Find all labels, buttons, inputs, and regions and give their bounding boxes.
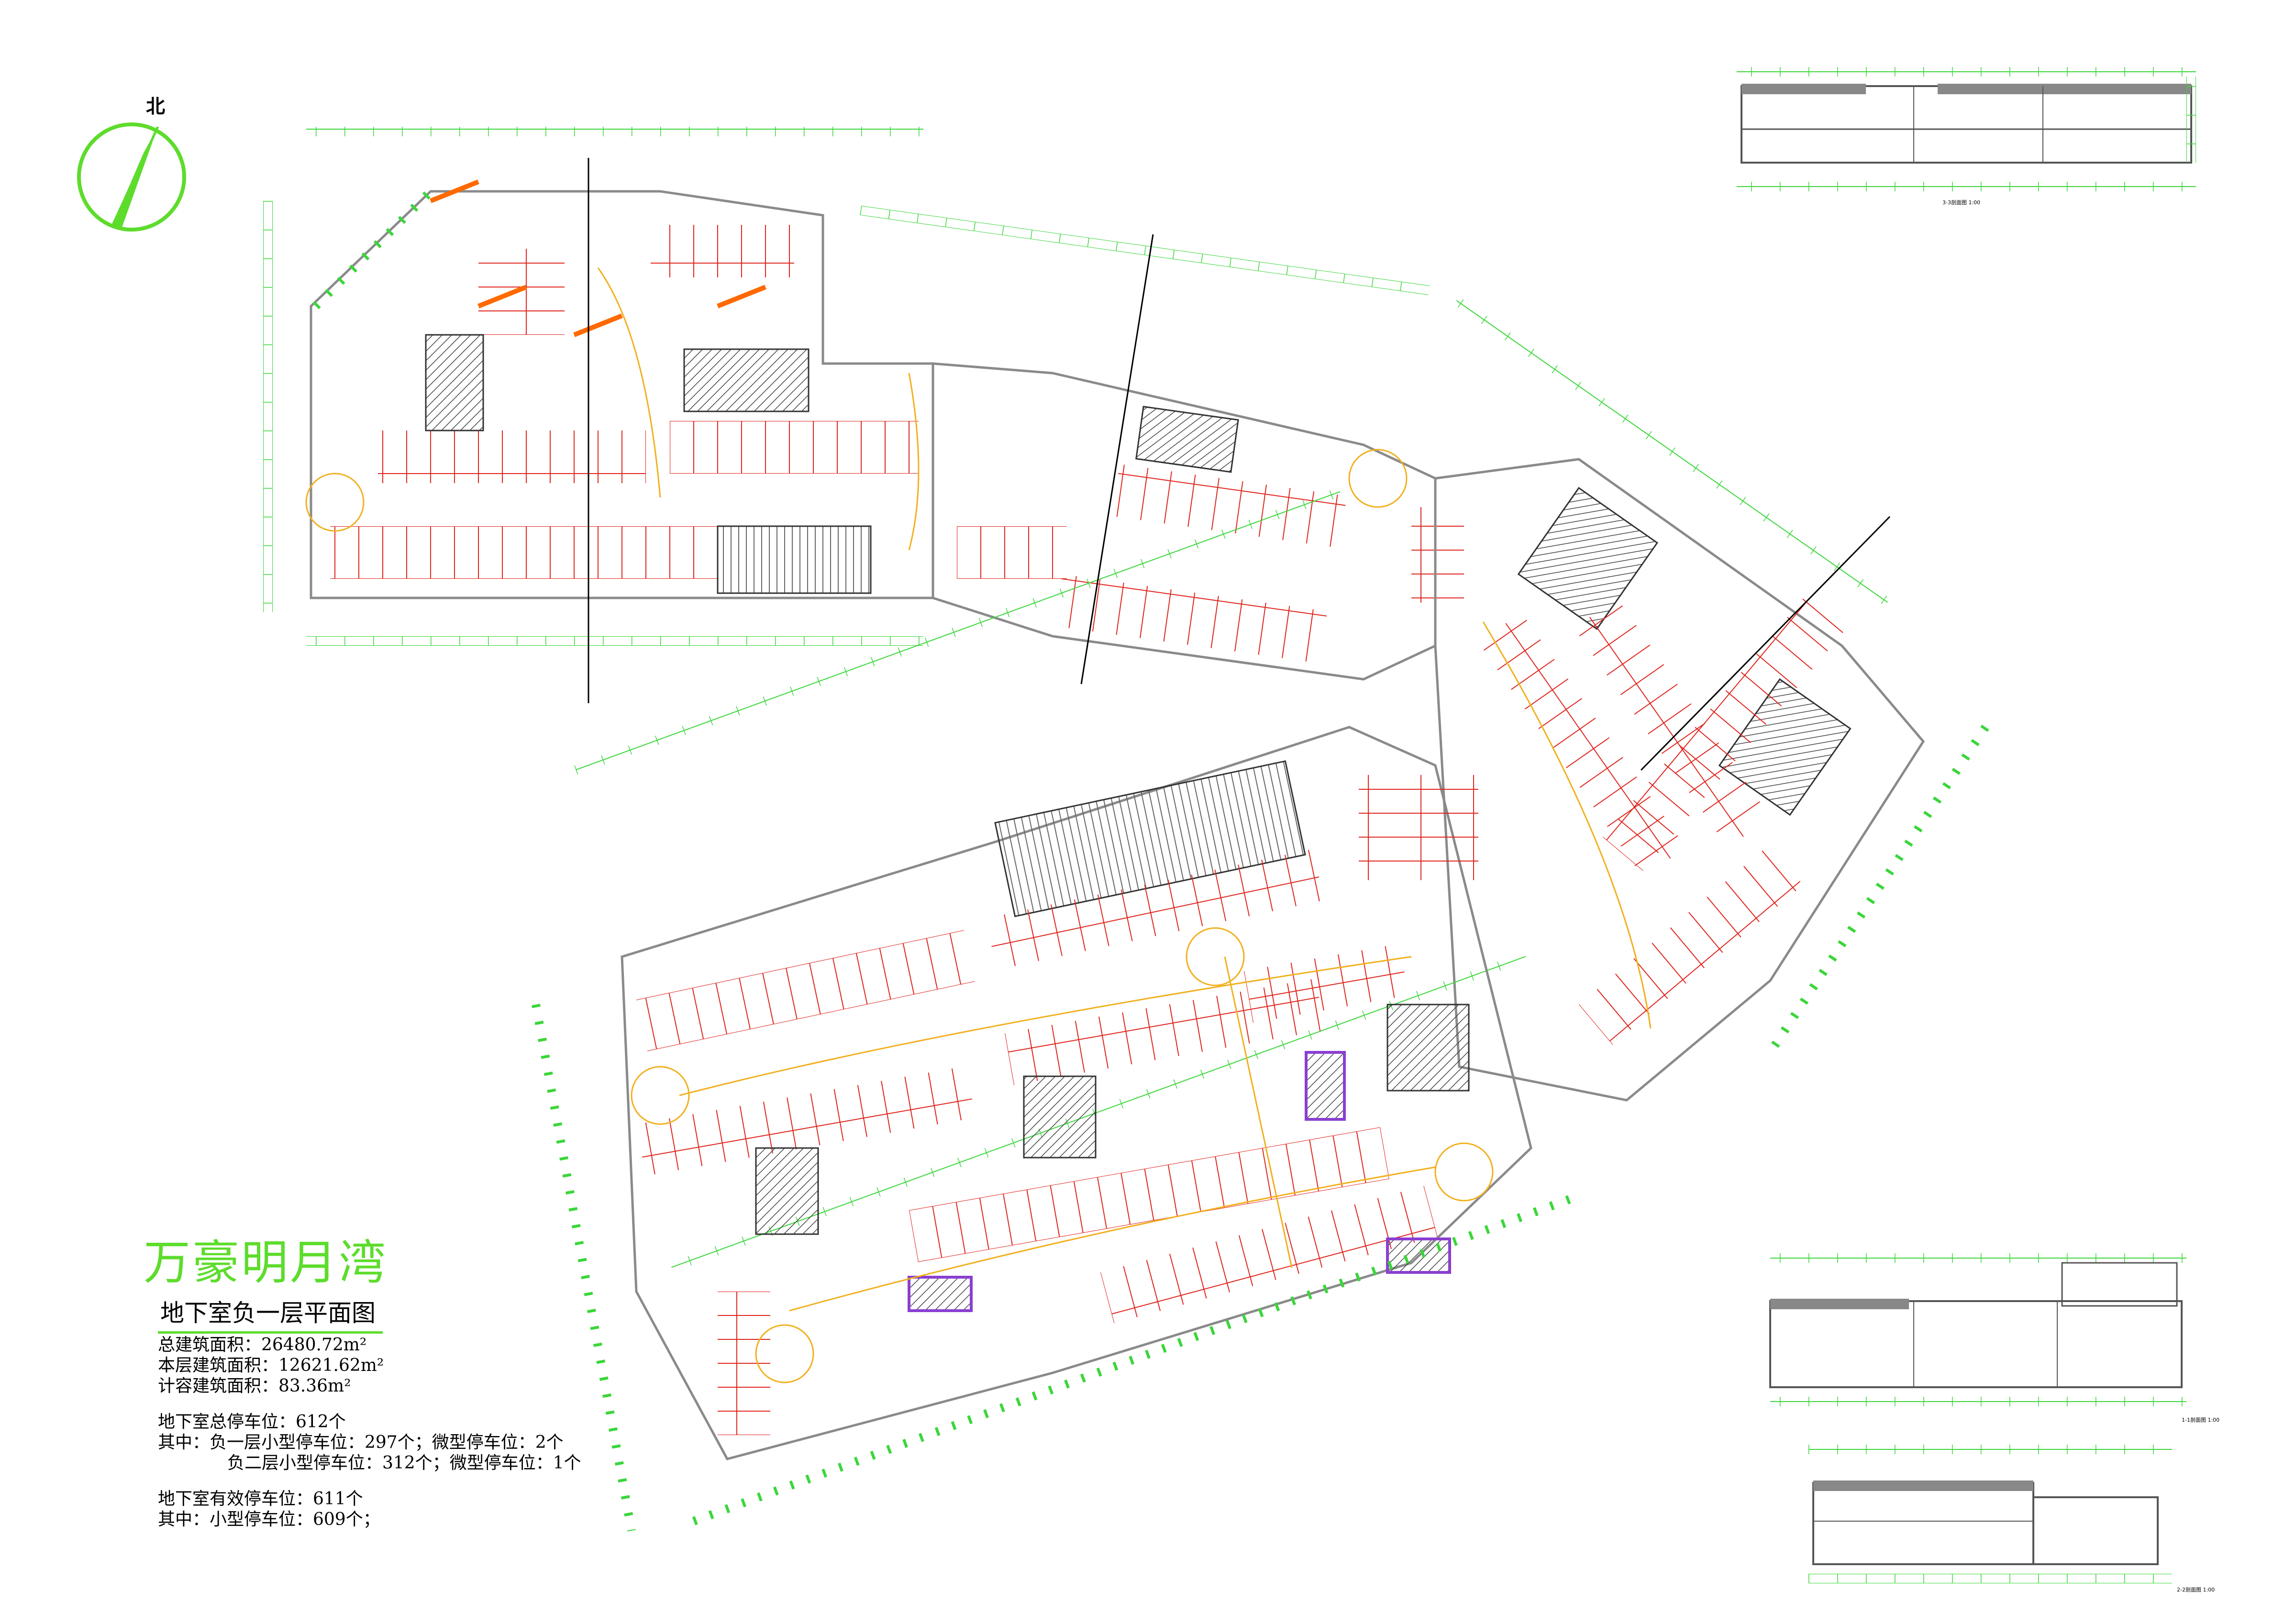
valid-detail: 其中：小型停车位：609个； xyxy=(158,1510,380,1529)
section-1-1 xyxy=(1769,1253,2186,1406)
east-wing xyxy=(1434,296,1989,1102)
area-stats: 总建筑面积：26480.72m² 本层建筑面积：12621.62m² 计容建筑面… xyxy=(158,1335,581,1530)
section-1-1-label: 1-1剖面图 1:00 xyxy=(2182,1417,2220,1423)
section-2-2-label: 2-2剖面图 1:00 xyxy=(2177,1587,2215,1593)
title-block: 万豪明月湾 地下室负一层平面图 xyxy=(144,1237,574,1334)
plan-name: 地下室负一层平面图 xyxy=(160,1299,376,1327)
plan-name-underline xyxy=(158,1331,383,1334)
project-name: 万豪明月湾 xyxy=(144,1236,388,1290)
north-label: 北 xyxy=(146,95,165,118)
total-parking: 地下室总停车位：612个 xyxy=(158,1412,346,1432)
total-area: 总建筑面积：26480.72m² xyxy=(158,1335,367,1355)
section-3-3 xyxy=(1737,67,2196,191)
b2-parking: 负二层小型停车位：312个；微型停车位：1个 xyxy=(227,1453,581,1473)
section-2-2 xyxy=(1808,1445,2172,1583)
floor-area: 本层建筑面积：12621.62m² xyxy=(158,1356,384,1375)
section-cut-lines xyxy=(588,158,1891,771)
b1-parking: 其中：负一层小型停车位：297个；微型停车位：2个 xyxy=(158,1433,564,1452)
south-wing xyxy=(532,487,1581,1532)
far-area: 计容建筑面积：83.36m² xyxy=(158,1376,351,1396)
valid-parking: 地下室有效停车位：611个 xyxy=(158,1489,363,1509)
north-arrow xyxy=(77,122,186,232)
section-3-3-label: 3-3剖面图 1:00 xyxy=(1942,199,1981,206)
north-wing xyxy=(263,127,934,646)
middle-wing xyxy=(860,206,1464,681)
